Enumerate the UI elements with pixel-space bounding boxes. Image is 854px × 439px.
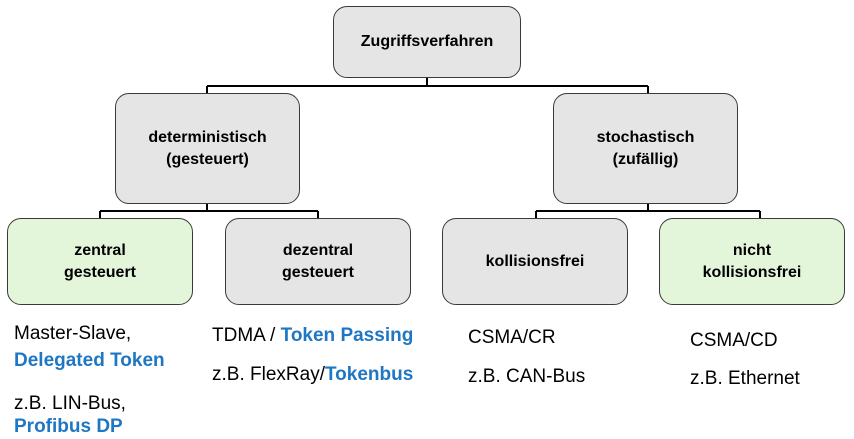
node-label: Zugriffsverfahren — [360, 33, 494, 50]
node-label: kollisionsfrei — [485, 252, 585, 270]
caption-central-b1: z.B. LIN-Bus, — [14, 393, 126, 414]
node-label-line2: (zufällig) — [612, 150, 679, 168]
node-label-line2: gesteuert — [281, 263, 355, 281]
node-label-line2: kollisionsfrei — [702, 263, 802, 281]
caption-central-a2: Delegated Token — [14, 350, 165, 371]
caption-collisionfree-a: CSMA/CR — [468, 327, 556, 348]
node-label-line1: zentral — [74, 241, 126, 259]
caption-notcollisionfree-a: CSMA/CD — [690, 330, 778, 351]
caption-decentral-b2: Tokenbus — [324, 364, 414, 385]
node-kollisionsfrei: kollisionsfrei — [442, 218, 628, 305]
node-stochastisch: stochastisch (zufällig) — [553, 93, 738, 204]
caption-decentral-a: TDMA / Token Passing — [212, 324, 413, 348]
caption-decentral-a2: Token Passing — [280, 325, 414, 346]
node-label-line1: deterministisch — [148, 128, 267, 146]
caption-central-b2: Profibus DP — [14, 416, 123, 437]
node-deterministisch: deterministisch (gesteuert) — [115, 93, 300, 204]
node-nicht-kollisionsfrei: nicht kollisionsfrei — [659, 218, 845, 305]
caption-decentral-b: z.B. FlexRay/Tokenbus — [212, 363, 413, 387]
caption-decentral-a1: TDMA / — [212, 325, 281, 346]
caption-collisionfree-b: z.B. CAN-Bus — [468, 366, 586, 387]
node-label-line2: gesteuert — [63, 263, 137, 281]
caption-notcollisionfree-b: z.B. Ethernet — [690, 368, 800, 389]
caption-decentral-b1: z.B. FlexRay/ — [212, 364, 325, 385]
node-label-line1: dezentral — [282, 241, 354, 259]
node-dezentral-gesteuert: dezentral gesteuert — [225, 218, 411, 305]
node-label-line1: nicht — [732, 241, 772, 259]
node-label-line2: (gesteuert) — [166, 150, 249, 168]
node-zugriffsverfahren: Zugriffsverfahren — [333, 6, 521, 78]
caption-central-a1: Master-Slave, — [14, 323, 132, 344]
node-zentral-gesteuert: zentral gesteuert — [7, 218, 193, 305]
node-label-line1: stochastisch — [596, 128, 695, 146]
